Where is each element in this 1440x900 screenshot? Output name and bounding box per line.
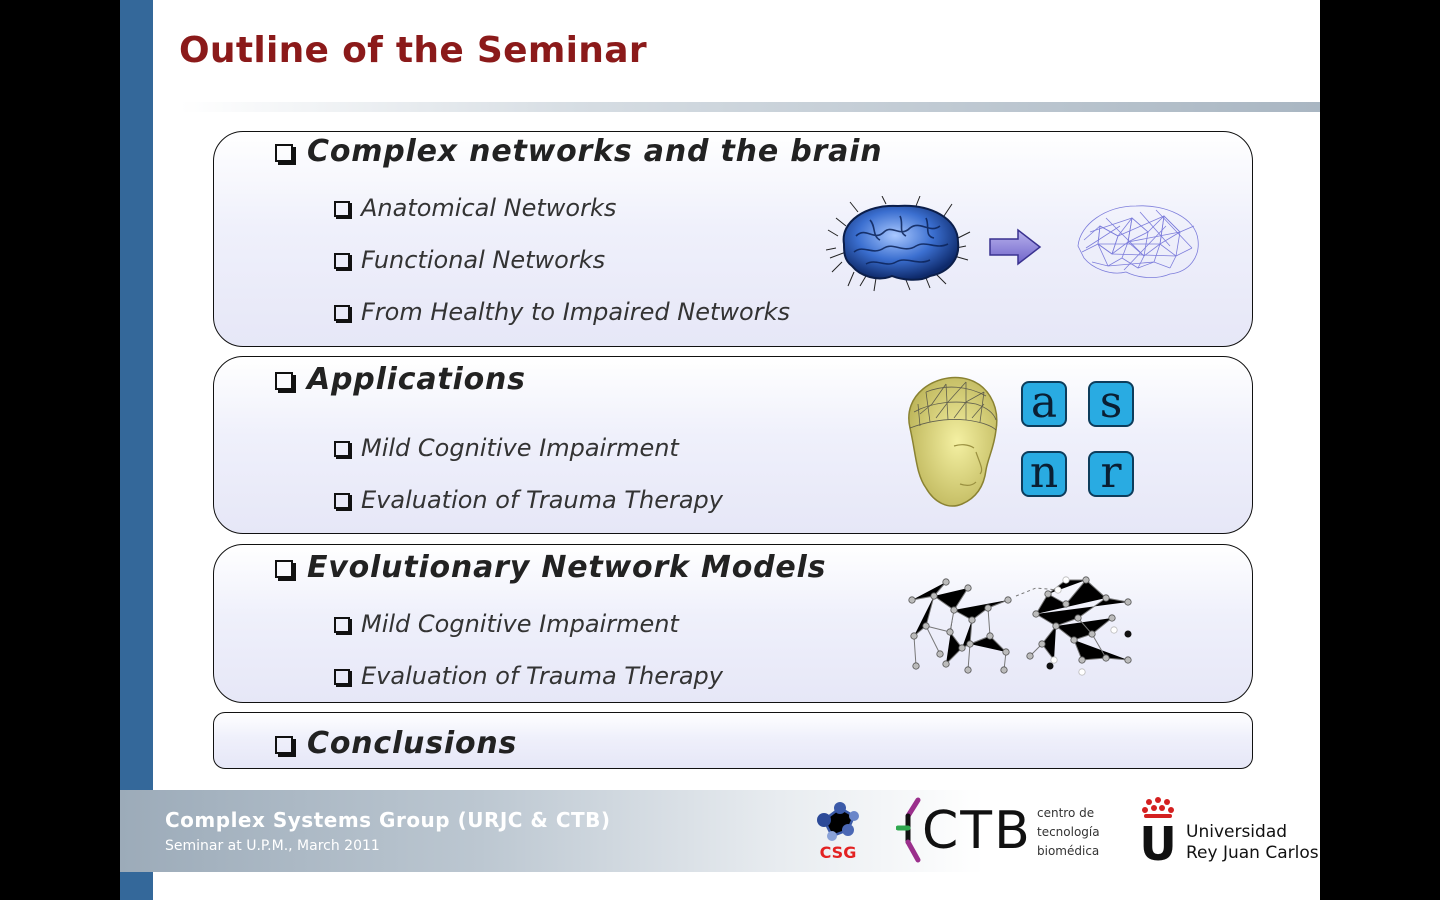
- brain-network-icon: [1077, 205, 1199, 278]
- checkbox-icon: [334, 669, 350, 685]
- list-item: Evaluation of Trauma Therapy: [334, 486, 723, 514]
- ctb-logo-icon: CTB: [896, 797, 1032, 863]
- checkbox-icon: [275, 736, 293, 754]
- section-box-applications: [213, 356, 1253, 534]
- checkbox-icon: [334, 617, 350, 633]
- footer: Complex Systems Group (URJC & CTB) Semin…: [120, 790, 1320, 872]
- list-item: Functional Networks: [334, 246, 605, 274]
- csg-logo-icon: CSG: [817, 802, 859, 860]
- list-item: Anatomical Networks: [334, 194, 616, 222]
- ctb-caption-line: biomédica: [1037, 844, 1100, 858]
- urjc-logo-caption: Universidad Rey Juan Carlos: [1186, 822, 1319, 864]
- urjc-caption-line: Universidad: [1186, 822, 1288, 842]
- ctb-logo-text: CTB: [922, 801, 1032, 861]
- csg-logo-text: CSG: [820, 843, 857, 860]
- section-box-conclusions: [213, 712, 1253, 769]
- letter-tile: n: [1021, 451, 1067, 497]
- eeg-head-icon: [908, 376, 998, 507]
- right-arrow-icon: [989, 228, 1042, 266]
- footer-subtitle: Seminar at U.P.M., March 2011: [165, 838, 380, 854]
- checkbox-icon: [275, 144, 293, 162]
- letter-tile: r: [1088, 451, 1134, 497]
- urjc-logo-icon: U: [1139, 797, 1177, 862]
- section-heading-evolutionary-models: Evolutionary Network Models: [275, 550, 826, 585]
- ctb-caption-line: tecnología: [1037, 825, 1100, 839]
- left-accent-bar: [120, 0, 153, 900]
- list-item: Evaluation of Trauma Therapy: [334, 662, 723, 690]
- urjc-caption-line: Rey Juan Carlos: [1186, 843, 1319, 863]
- checkbox-icon: [275, 372, 293, 390]
- list-item: Mild Cognitive Impairment: [334, 434, 679, 462]
- ctb-logo-caption: centro de tecnología biomédica: [1037, 804, 1100, 861]
- ctb-caption-line: centro de: [1037, 806, 1095, 820]
- urjc-logo-letter: U: [1139, 817, 1176, 862]
- checkbox-icon: [334, 441, 350, 457]
- brain-icon: [826, 196, 971, 292]
- checkbox-icon: [334, 201, 350, 217]
- slide: Outline of the Seminar Complex networks …: [120, 0, 1320, 900]
- checkbox-icon: [334, 253, 350, 269]
- network-graph-icon: [908, 576, 1132, 676]
- footer-organization: Complex Systems Group (URJC & CTB): [165, 808, 611, 832]
- letter-tile: s: [1088, 381, 1134, 427]
- checkbox-icon: [275, 560, 293, 578]
- list-item: From Healthy to Impaired Networks: [334, 298, 790, 326]
- letter-tile: a: [1021, 381, 1067, 427]
- slide-title: Outline of the Seminar: [179, 30, 647, 71]
- checkbox-icon: [334, 493, 350, 509]
- section-heading-conclusions: Conclusions: [275, 726, 517, 761]
- title-divider: [180, 102, 1320, 112]
- section-heading-brain-networks: Complex networks and the brain: [275, 134, 882, 169]
- section-heading-applications: Applications: [275, 362, 526, 397]
- list-item: Mild Cognitive Impairment: [334, 610, 679, 638]
- checkbox-icon: [334, 305, 350, 321]
